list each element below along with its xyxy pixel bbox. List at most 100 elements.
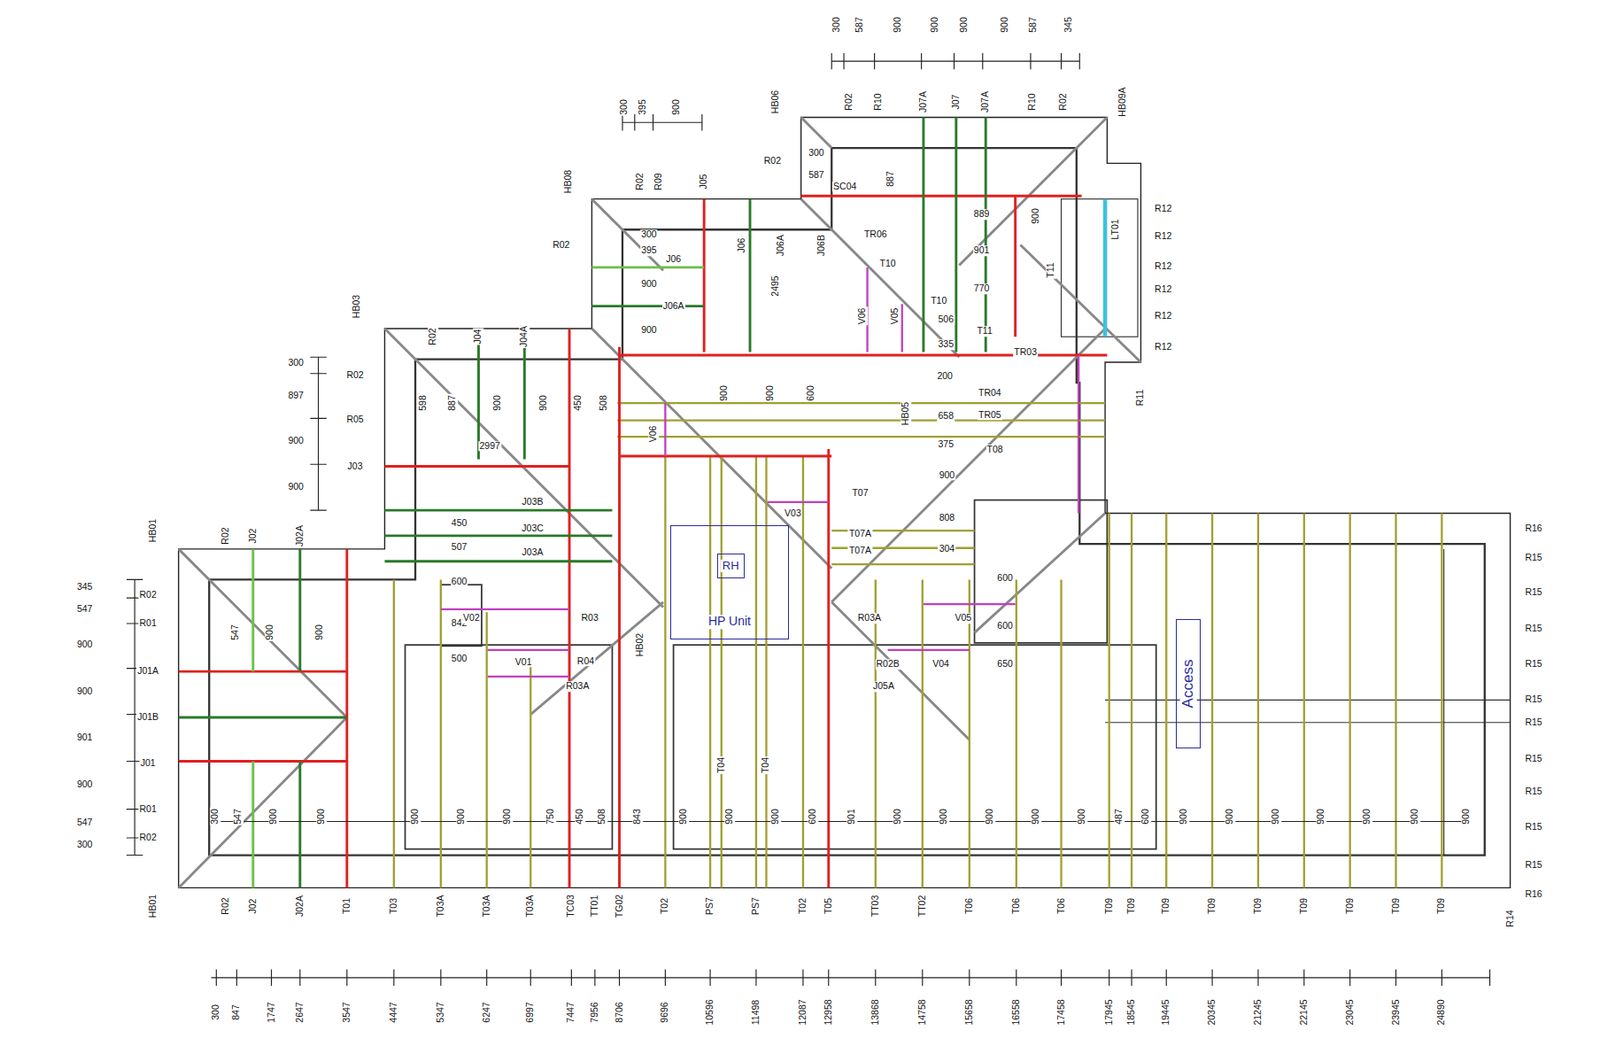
dimension-label: 900 <box>1361 807 1373 826</box>
dimension-label: 200 <box>935 371 954 382</box>
dimension-label: J02 <box>247 897 259 915</box>
dimension-label: R10 <box>873 92 884 112</box>
dimension-label: 598 <box>417 394 429 412</box>
dimension-label: 843 <box>632 807 643 826</box>
dimension-label: 12087 <box>797 997 809 1026</box>
dimension-label: 487 <box>1113 807 1125 826</box>
dimension-label: R09 <box>654 171 665 191</box>
dimension-label: PS7 <box>750 896 762 916</box>
dimension-label: 508 <box>598 394 610 412</box>
dimension-label: R05 <box>345 414 364 426</box>
dimension-label: 300 <box>831 15 843 34</box>
dimension-label: 547 <box>76 817 94 828</box>
dimension-label: 887 <box>885 170 897 188</box>
dimension-label: T06 <box>964 896 975 915</box>
dimension-label: 900 <box>265 624 277 642</box>
dimension-label: HB01 <box>147 517 159 543</box>
dimension-label: J01A <box>136 665 160 677</box>
dimension-label: 395 <box>640 246 658 257</box>
dimension-label: J01 <box>139 757 157 769</box>
dimension-label: 300 <box>807 147 826 159</box>
dimension-label: 508 <box>596 807 608 826</box>
dimension-label: 2495 <box>770 274 781 297</box>
dimension-label: 5347 <box>435 1000 447 1023</box>
dimension-label: 600 <box>805 384 817 402</box>
dimension-label: 22145 <box>1298 997 1310 1026</box>
dimension-label: 900 <box>1270 807 1282 826</box>
dimension-label: R11 <box>1136 388 1147 407</box>
dimension-label: J04 <box>473 328 485 346</box>
dimension-label: 900 <box>958 15 970 34</box>
dimension-label: HB03 <box>352 293 364 319</box>
dimension-label: 10596 <box>704 997 716 1026</box>
dimension-label: 300 <box>286 357 305 369</box>
dimension-label: 587 <box>1028 15 1040 34</box>
dimension-label: 900 <box>1410 807 1422 826</box>
box-label: Access <box>1180 657 1198 711</box>
dimension-label: R02 <box>345 370 364 381</box>
dimension-label: 600 <box>808 807 820 826</box>
dimension-label: R02 <box>763 155 782 167</box>
dimension-label: 6247 <box>481 1000 493 1023</box>
dimension-label: HB09A <box>1117 86 1129 118</box>
dimension-label: 17945 <box>1104 997 1115 1026</box>
dimension-label: SC04 <box>832 181 858 193</box>
dimension-label: 900 <box>718 384 730 402</box>
dimension-label: 900 <box>1178 807 1190 826</box>
dimension-label: 900 <box>493 394 504 412</box>
dimension-label: T02 <box>660 896 672 915</box>
dimension-label: 19445 <box>1160 997 1172 1026</box>
dimension-label: 547 <box>76 603 94 615</box>
dimension-label: 900 <box>76 779 94 790</box>
rh-box: RH <box>717 553 745 579</box>
dimension-label: 900 <box>678 807 689 826</box>
dimension-label: 507 <box>450 541 469 553</box>
dimension-label: 450 <box>574 807 586 826</box>
dimension-label: V06 <box>648 424 659 443</box>
dimension-label: R01 <box>138 618 157 629</box>
dimension-label: 15658 <box>964 997 975 1026</box>
dimension-label: 901 <box>973 246 991 257</box>
dimension-label: 900 <box>724 807 735 826</box>
dimension-label: T01 <box>341 896 353 915</box>
dimension-label: T03A <box>481 894 493 919</box>
dimension-label: R15 <box>1523 587 1543 599</box>
dimension-label: 900 <box>456 807 467 826</box>
dimension-label: J02 <box>247 526 259 544</box>
dimension-label: TG02 <box>614 893 626 919</box>
dimension-label: J06B <box>816 233 828 257</box>
dimension-label: TT01 <box>589 894 601 919</box>
dimension-label: J03 <box>347 461 364 472</box>
dimension-label: R12 <box>1153 203 1173 215</box>
dimension-label: 300 <box>211 1003 223 1021</box>
dimension-label: HB01 <box>147 893 159 919</box>
dimension-label: 375 <box>937 440 956 451</box>
dimension-label: 900 <box>1316 807 1328 826</box>
dimension-label: R15 <box>1523 859 1543 871</box>
dimension-label: 900 <box>984 807 996 826</box>
dimension-label: 547 <box>230 624 241 642</box>
dimension-label: T09 <box>1298 896 1310 915</box>
dimension-label: 900 <box>538 394 549 412</box>
dimension-label: 900 <box>938 807 950 826</box>
dimension-label: R02 <box>551 239 571 251</box>
dimension-label: 900 <box>1030 807 1042 826</box>
dimension-label: 450 <box>573 394 585 412</box>
dimension-label: 887 <box>447 394 458 412</box>
dimension-label: T11 <box>975 326 993 338</box>
dimension-label: 12958 <box>823 997 835 1026</box>
dimension-label: J04A <box>519 324 531 348</box>
dimension-label: T03A <box>435 894 447 919</box>
dimension-label: R12 <box>1153 231 1173 243</box>
dimension-label: 900 <box>409 807 421 826</box>
dimension-label: 4447 <box>388 1000 400 1023</box>
dimension-label: 808 <box>938 513 957 525</box>
dimension-label: T03A <box>525 894 536 919</box>
dimension-label: R03A <box>857 612 882 624</box>
dimension-label: R16 <box>1523 523 1543 534</box>
dimension-label: T09 <box>1126 896 1137 915</box>
dimension-label: 900 <box>938 470 957 481</box>
dimension-label: 13868 <box>870 997 882 1026</box>
dimension-label: T07A <box>848 528 873 540</box>
dimension-label: 300 <box>209 807 221 826</box>
